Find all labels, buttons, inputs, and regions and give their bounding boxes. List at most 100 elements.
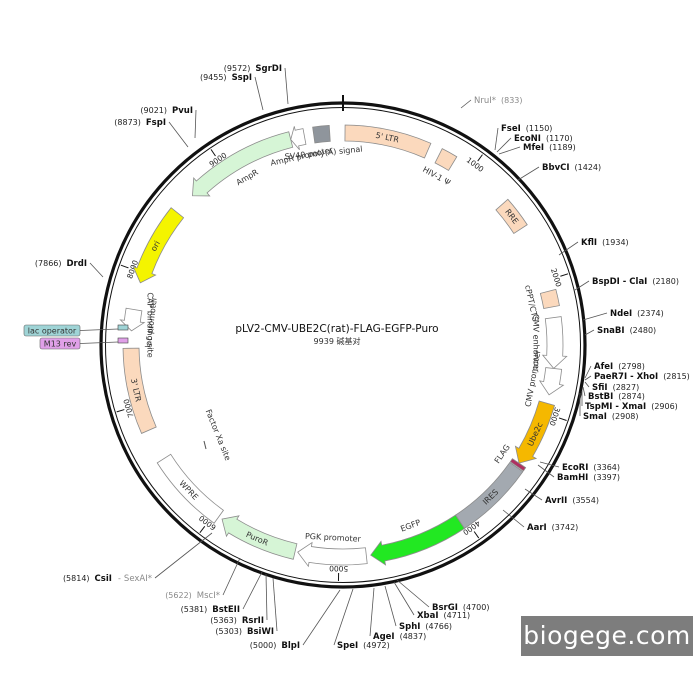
site-position: (2906) [651,402,678,411]
site-24: BlpI(5000) [250,641,300,651]
feature-ube2c [514,400,556,464]
site-position: (2815) [663,372,690,381]
site-name: BamHI [557,473,588,483]
feature-label-factorxa: Factor Xa site [204,408,233,462]
feature-pgk [297,541,368,568]
site-name: KflI [581,238,597,248]
site-name: RsrII [242,616,264,626]
tick-7000 [116,409,125,413]
site-separator: - [118,574,121,583]
site-position: (1170) [546,134,573,143]
plasmid-size: 9939 碱基对 [314,336,361,346]
site-name: BsiWI [247,627,274,637]
site-leader-18 [502,509,525,528]
site-name: AfeI [594,362,613,372]
site-position: (833) [501,96,523,105]
site-2: EcoNI (1170) [514,134,573,144]
site-position: (8873) [114,118,141,127]
feature-flag [509,458,527,472]
site-position: (2374) [637,309,664,318]
tag-leader-lacop [79,328,119,331]
site-leader-11 [584,381,590,388]
site-leader-5 [558,241,579,256]
site-leader-9 [584,365,592,379]
feature-ori [132,207,185,284]
site-name: AgeI [373,632,395,642]
site-13: TspMI - XmaI(2906) [585,402,678,412]
site-name: SpeI [337,641,358,651]
site-29: SexAI*-CsiI(5814) [63,574,152,584]
watermark: biogege.com [521,616,693,656]
site-name: AvrII [545,496,567,506]
site-17: AvrII (3554) [545,496,599,506]
site-position: (4711) [444,611,471,620]
site-leader-28 [222,557,241,596]
site-name: NdeI [610,309,632,319]
feature-rre [495,198,528,235]
site-position: (3397) [593,473,620,482]
site-14: SmaI(2908) [583,412,639,422]
site-name: FspI [146,118,166,128]
feature-label-pgk: PGK promoter [305,532,362,544]
site-28: MscI*(5622) [165,591,220,601]
tick-8000 [120,264,129,269]
site-position: (3742) [552,523,579,532]
site-26: RsrII(5363) [210,616,264,626]
site-name: DrdI [67,259,88,269]
site-position: (4766) [425,622,452,631]
feature-ltr5 [344,124,432,159]
site-position: (2874) [618,392,645,401]
site-3: MfeI(1189) [523,143,576,153]
site-19: BsrGI(4700) [432,603,489,613]
site-leader-34 [284,67,289,105]
site-leader-16 [537,464,555,478]
site-22: AgeI (4837) [373,632,426,642]
site-leader-31 [168,121,189,148]
site-name: BsrGI [432,603,458,613]
tick-9000 [210,149,216,157]
feature-label-cap: CAP binding site [146,292,155,357]
site-leader-17 [524,488,543,501]
site-extra-name: SexAI* [124,574,152,584]
site-leader-32 [194,109,197,139]
site-16: BamHI (3397) [557,473,620,483]
site-leader-25 [272,577,278,632]
site-position: (4972) [363,641,390,650]
site-name: PvuI [172,106,193,116]
site-leader-2 [496,137,512,153]
site-position: (3364) [593,463,620,472]
site-name: SphI [399,622,420,632]
site-name: BstBI [588,392,613,402]
site-12: BstBI (2874) [588,392,645,402]
site-position: (1189) [549,143,576,152]
site-34: SgrDI(9572) [224,64,282,74]
site-6: BspDI - ClaI(2180) [592,277,679,287]
feature-cppt [539,288,560,309]
tag-mark-m13rev [117,337,129,344]
site-leader-6 [574,280,590,291]
site-15: EcoRI(3364) [562,463,620,473]
site-21: SphI (4766) [399,622,452,632]
site-position: (2827) [613,383,640,392]
site-position: (5622) [165,591,192,600]
feature-psi [434,148,458,171]
tick-4000 [473,531,480,539]
plasmid-title: pLV2-CMV-UBE2C(rat)-FLAG-EGFP-Puro [235,323,438,335]
site-leader-21 [384,585,397,627]
feature-label-egfp: EGFP [399,518,422,534]
site-32: PvuI(9021) [140,106,193,116]
site-name: EcoNI [514,134,541,144]
site-position: (4837) [400,632,427,641]
restriction-sites: NruI*(833)FseI(1150)EcoNI(1170)MfeI(1189… [35,64,690,651]
site-position: (3554) [572,496,599,505]
tag-leader-m13rev [79,341,119,344]
feature-label-flag: FLAG [493,443,512,465]
site-23: SpeI (4972) [337,641,390,651]
site-position: (7866) [35,259,62,268]
tag-label-lacop: lac operator [28,326,77,335]
site-leader-33 [254,76,264,111]
site-leader-7 [582,312,608,321]
feature-label-ori: ori [149,239,162,252]
